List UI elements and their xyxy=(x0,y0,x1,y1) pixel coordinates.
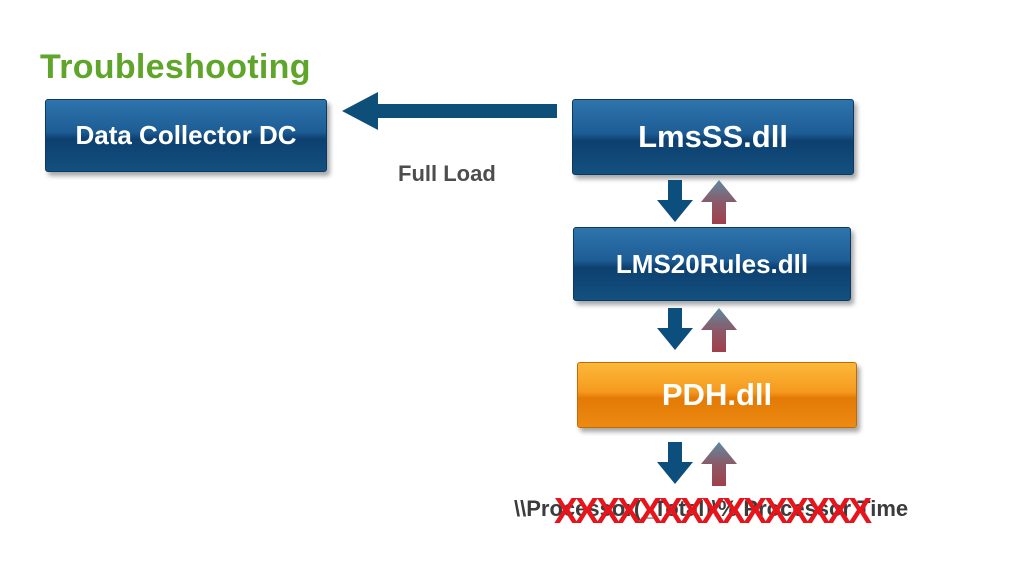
lms20rules-dll-box: LMS20Rules.dll xyxy=(573,227,851,301)
up-arrow-icon xyxy=(701,308,737,352)
lmsss-dll-box: LmsSS.dll xyxy=(572,99,854,175)
counter-path-text: \\Processor(_Total)\% Processor Time xyxy=(514,496,909,521)
full-load-arrow-icon xyxy=(342,92,557,130)
data-collector-box: Data Collector DC xyxy=(45,99,327,172)
pdh-dll-box: PDH.dll xyxy=(577,362,857,428)
slide-title: Troubleshooting xyxy=(40,48,311,86)
down-arrow-icon xyxy=(657,442,693,484)
performance-counter: \\Processor(_Total)\% Processor Time XXX… xyxy=(514,490,984,531)
full-load-label: Full Load xyxy=(398,161,496,186)
strike-marks: XXXXXXXXXXXXXXX xyxy=(554,490,872,531)
down-arrow-icon xyxy=(657,308,693,350)
up-arrow-icon xyxy=(701,442,737,486)
down-arrow-icon xyxy=(657,180,693,222)
up-arrow-icon xyxy=(701,180,737,224)
